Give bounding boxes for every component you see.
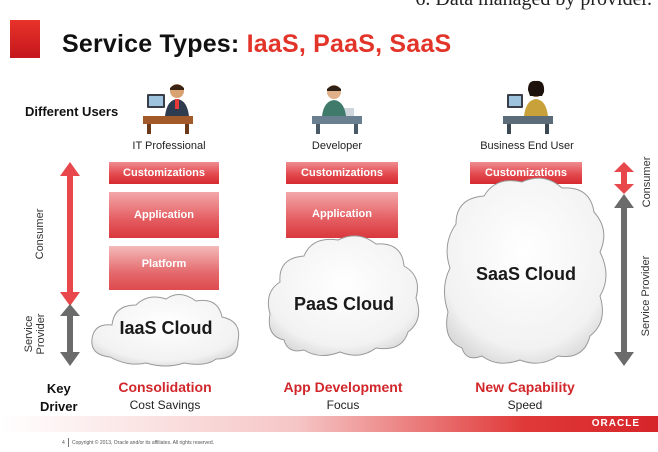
- paas-application-layer: Application: [286, 192, 398, 238]
- paas-customizations-layer: Customizations: [286, 162, 398, 184]
- provider-double-arrow-left: [60, 304, 80, 366]
- left-service-provider-line2: Provider: [35, 313, 47, 355]
- developer-user-icon: [312, 85, 362, 134]
- provider-double-arrow-right: [614, 194, 634, 366]
- key-driver-label: Key Driver: [40, 380, 78, 416]
- saas-customizations-layer: Customizations: [470, 162, 582, 184]
- driver-sub-saas: Speed: [507, 398, 543, 412]
- left-service-provider-label: Service Provider: [23, 299, 47, 369]
- paas-cloud-label: PaaS Cloud: [293, 294, 395, 314]
- title-accent: IaaS, PaaS, SaaS: [246, 30, 452, 58]
- driver-sub-paas: Focus: [326, 398, 360, 412]
- driver-main-paas: App Development: [283, 379, 403, 395]
- page-number: 4: [62, 440, 65, 446]
- user-label-developer: Developer: [311, 140, 363, 152]
- paas-cloud-shape: [267, 235, 420, 356]
- iaas-customizations-layer: Customizations: [109, 162, 219, 184]
- saas-cloud-shape: [444, 177, 607, 364]
- consumer-double-arrow-left: [60, 162, 80, 306]
- driver-main-iaas: Consolidation: [118, 379, 212, 395]
- footer-bar: [0, 416, 658, 432]
- business-end-user-icon: [503, 80, 553, 134]
- copyright-text: Copyright © 2013, Oracle and/or its affi…: [72, 440, 214, 446]
- user-label-business-end-user: Business End User: [480, 140, 574, 152]
- key-driver-label-line1: Key: [46, 381, 71, 396]
- key-driver-label-line2: Driver: [40, 399, 78, 414]
- iaas-cloud-shape: [91, 294, 240, 367]
- driver-main-saas: New Capability: [475, 379, 575, 395]
- footer-divider: [68, 438, 69, 447]
- iaas-application-layer: Application: [109, 192, 219, 238]
- user-label-it-professional: IT Professional: [132, 140, 206, 152]
- right-service-provider-label: Service Provider: [640, 255, 652, 337]
- right-axis-arrows: [614, 162, 634, 366]
- iaas-platform-layer: Platform: [109, 246, 219, 290]
- different-users-label: Different Users: [25, 104, 119, 119]
- left-service-provider-line1: Service: [23, 315, 35, 353]
- left-consumer-label: Consumer: [34, 208, 46, 260]
- left-axis-arrows: [60, 162, 80, 366]
- right-consumer-label: Consumer: [641, 156, 653, 208]
- brand-red-square: [10, 20, 40, 58]
- oracle-logo: ORACLE: [591, 418, 640, 429]
- driver-sub-iaas: Cost Savings: [129, 398, 201, 412]
- top-note: 6. Data managed by provider.: [0, 0, 652, 11]
- saas-cloud-label: SaaS Cloud: [475, 264, 577, 284]
- iaas-cloud-label: IaaS Cloud: [119, 318, 213, 338]
- consumer-double-arrow-right: [614, 162, 634, 194]
- it-professional-user-icon: [143, 84, 193, 134]
- title-prefix: Service Types:: [62, 30, 247, 58]
- slide-title: Service Types: IaaS, PaaS, SaaS: [62, 30, 451, 59]
